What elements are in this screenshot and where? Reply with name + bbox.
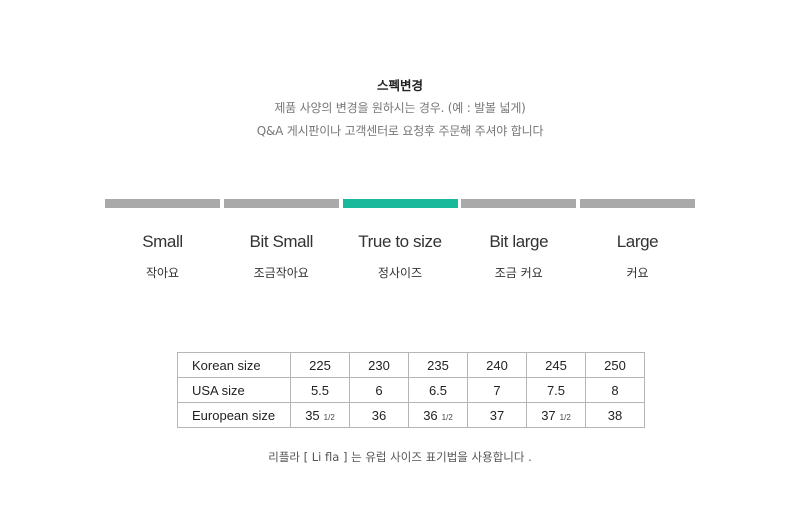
table-cell: 230 [349,352,409,378]
cell-value: 230 [368,357,390,373]
cell-fraction: 1/2 [323,412,335,422]
table-row: USA size 5.5 6 6.5 7 7.5 8 [177,377,645,403]
fit-label-en: Small [142,232,183,251]
cell-value: 235 [427,357,449,373]
table-cell: 5.5 [290,377,350,403]
fit-label-en: True to size [358,232,442,251]
cell-fraction: 1/2 [559,412,571,422]
cell-value: 37 [541,407,556,423]
fit-label-ko: 조금 커요 [494,266,543,280]
fit-label-en: Large [616,232,659,251]
cell-value: 7 [493,382,501,398]
table-cell: 245 [526,352,586,378]
fit-option: Small 작아요 [105,199,220,289]
table-cell: 8 [585,377,645,403]
fit-label-en: Bit Small [249,232,314,251]
notice-line-1: 제품 사양의 변경을 원하시는 경우. (예 : 발볼 넓게) [274,101,526,115]
row-label: USA size [177,377,291,403]
fit-label-ko: 작아요 [145,266,180,280]
fit-option: True to size 정사이즈 [342,199,458,289]
spec-change-notice: 스펙변경 제품 사양의 변경을 원하시는 경우. (예 : 발볼 넓게) Q&A… [0,75,800,143]
fit-label-ko: 조금작아요 [253,266,309,280]
table-cell: 36 [349,402,409,428]
fit-label-ko: 커요 [626,266,649,280]
notice-title: 스펙변경 [376,78,423,93]
cell-value: 35 [305,407,320,423]
cell-value: 5.5 [310,382,330,398]
table-cell: 6.5 [408,377,468,403]
fit-scale: Small 작아요 Bit Small 조금작아요 True to size 정사이즈 Bi… [105,199,695,289]
cell-value: 8 [611,382,619,398]
table-cell: 240 [467,352,527,378]
table-cell: 250 [585,352,645,378]
cell-value: 36 [371,407,387,423]
table-cell: 225 [290,352,350,378]
table-cell: 235 [408,352,468,378]
cell-value: 38 [607,407,623,423]
fit-bar [223,199,339,208]
fit-option: Large 커요 [580,199,695,289]
cell-fraction: 1/2 [441,412,453,422]
notice-line-2: Q&A 게시판이나 고객센터로 요청후 주문해 주셔야 합니다 [256,124,544,138]
cell-value: 37 [489,407,505,423]
fit-label-en: Bit large [489,232,549,251]
fit-bar-active [342,199,458,208]
table-cell: 7.5 [526,377,586,403]
table-cell: 37 [467,402,527,428]
table-cell: 6 [349,377,409,403]
cell-value: 7.5 [546,382,566,398]
fit-bar [461,199,577,208]
table-row: Korean size 225 230 235 240 245 250 [177,352,645,378]
cell-value: 245 [545,357,567,373]
cell-value: 6.5 [428,382,448,398]
fit-bar [105,199,220,208]
cell-value: 240 [486,357,508,373]
fit-label-ko: 정사이즈 [377,266,423,280]
cell-value: 250 [604,357,626,373]
sizing-footnote: 리플라 [ Li fla ] 는 유럽 사이즈 표기법을 사용합니다 . [268,450,532,464]
table-cell: 38 [585,402,645,428]
fit-bar [580,199,695,208]
row-label: Korean size [177,352,291,378]
row-label: European size [177,402,291,428]
cell-value: 36 [423,407,438,423]
fit-option: Bit Small 조금작아요 [223,199,339,289]
cell-value: 6 [375,382,383,398]
table-cell: 7 [467,377,527,403]
cell-value: 225 [309,357,331,373]
fit-option: Bit large 조금 커요 [461,199,577,289]
